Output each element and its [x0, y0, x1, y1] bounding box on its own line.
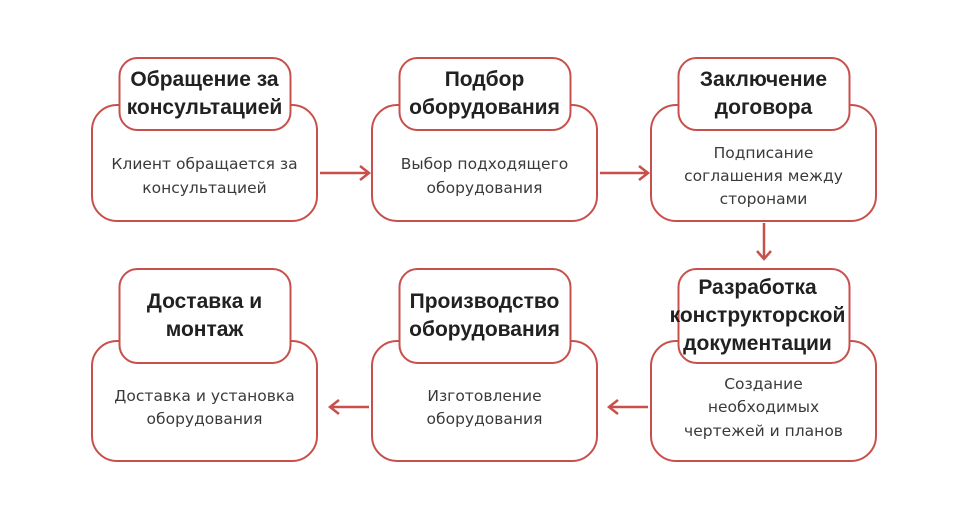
arrow-step3-to-step4: [756, 223, 772, 261]
step-title: Обращение за консультацией: [126, 68, 283, 119]
step-design-documentation: Создание необходимых чертежей и планов Р…: [650, 268, 877, 462]
step-title-card: Производство оборудования: [398, 268, 571, 364]
step-description: Изготовление оборудования: [426, 386, 543, 428]
step-contract-signing: Подписание соглашения между сторонами За…: [650, 57, 877, 222]
step-description: Клиент обращается за консультацией: [111, 155, 298, 197]
arrow-step5-to-step6: [327, 399, 369, 415]
step-equipment-production: Изготовление оборудования Производство о…: [371, 268, 598, 462]
step-consultation-request: Клиент обращается за консультацией Обращ…: [91, 57, 318, 222]
step-equipment-selection: Выбор подходящего оборудования Подбор об…: [371, 57, 598, 222]
arrow-step2-to-step3: [600, 165, 651, 181]
step-delivery-installation: Доставка и установка оборудования Достав…: [91, 268, 318, 462]
step-title: Подбор оборудования: [409, 68, 560, 119]
step-title: Производство оборудования: [409, 290, 560, 341]
step-description: Создание необходимых чертежей и планов: [684, 375, 843, 440]
step-title-card: Доставка и монтаж: [118, 268, 291, 364]
step-title: Разработка конструкторской документации: [669, 276, 846, 355]
step-title-card: Обращение за консультацией: [118, 57, 291, 131]
step-title-card: Разработка конструкторской документации: [670, 268, 850, 364]
step-title-card: Подбор оборудования: [398, 57, 571, 131]
step-description: Выбор подходящего оборудования: [400, 155, 569, 197]
step-description: Подписание соглашения между сторонами: [684, 143, 843, 209]
step-title-card: Заключение договора: [677, 57, 850, 131]
arrow-step1-to-step2: [320, 165, 372, 181]
step-description: Доставка и установка оборудования: [114, 386, 295, 428]
step-title: Доставка и монтаж: [146, 290, 263, 341]
step-title: Заключение договора: [699, 68, 828, 119]
arrow-step4-to-step5: [606, 399, 648, 415]
